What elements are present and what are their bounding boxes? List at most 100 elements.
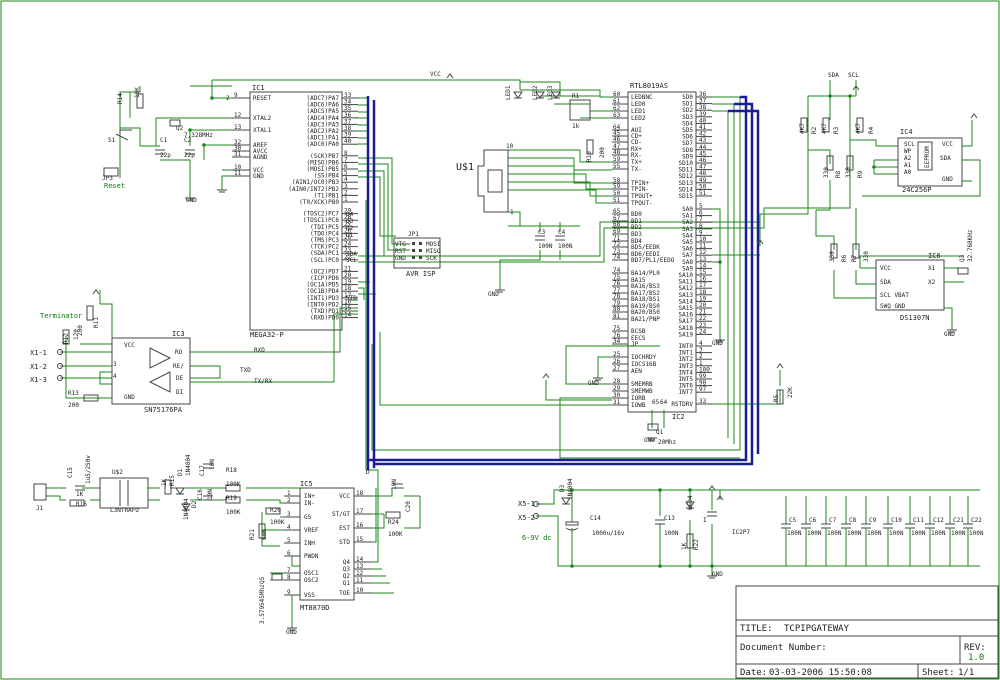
ic2-left-pin-number: 75 — [613, 274, 621, 281]
ic5-right-pin-number: 16 — [356, 522, 364, 529]
r6-ref: R6 — [841, 254, 848, 262]
q3-ref: Q3 — [959, 254, 966, 262]
c2-val: 22p — [184, 152, 195, 159]
led-symbol — [685, 501, 695, 509]
ic5-right-pin-name: Q3 — [343, 566, 351, 573]
ic2-right-pin-number: 98 — [699, 380, 707, 387]
ic2-left-pin-number: 77 — [613, 287, 621, 294]
gnd-label-2: GND — [488, 291, 499, 298]
ic2-left-pin-name: TX+ — [631, 159, 642, 166]
ic1-left-pin-number: 12 — [234, 112, 242, 119]
ic2-right-pin-number: 36 — [699, 91, 707, 98]
date-value: 03-03-2006 15:50:08 — [769, 668, 872, 678]
ic1-right-pin-number: 40 — [344, 138, 352, 145]
ic2-right-pin-name: SD10 — [679, 160, 694, 167]
r4-val: 4K7 — [855, 123, 862, 134]
ic6-x1: X1 — [928, 265, 936, 272]
ic2-right-pin-name: SA5 — [682, 239, 693, 246]
r14-ref: R14 — [117, 93, 124, 104]
ic1-right-pin-name: (INT0)PD2 — [306, 301, 339, 308]
ic2-left-pin-name: BD4 — [631, 238, 642, 245]
ic2-left-pin-number: 50 — [613, 190, 621, 197]
wire — [508, 149, 612, 163]
ic5-right-pin-number: 13 — [356, 563, 364, 570]
ic2-left-pin-name: AUI — [631, 127, 642, 134]
ic2-right-pin-name: SD14 — [679, 186, 694, 193]
sda-label: SDA — [828, 72, 839, 79]
ic1-right-pin-number: 7 — [344, 156, 348, 163]
ic2-right-pin-name: SD4 — [682, 120, 693, 127]
ic2-right-pin-number: 12 — [699, 249, 707, 256]
terminator-label: Terminator — [40, 312, 82, 320]
ic2-left-pin-name: BD0 — [631, 211, 642, 218]
x1-3-label: X1-3 — [30, 376, 47, 384]
ic2-right-pin-name: INT0 — [679, 343, 694, 350]
ic2-left-pin-name: BD7/PL1/EEDO — [631, 257, 675, 264]
cap-ref: C7 — [829, 517, 837, 524]
ic2-right-pin-number: 43 — [699, 137, 707, 144]
data-bus — [374, 102, 754, 466]
c4-ref: C4 — [558, 229, 566, 236]
ic4-pin-sda: SDA — [940, 155, 951, 162]
led1-ref: LED1 — [505, 85, 512, 100]
ic2-left-pin-name: BD2 — [631, 224, 642, 231]
jp1-vtg: VTG — [395, 241, 406, 248]
ic1-right-pin-number: 23 — [344, 247, 352, 254]
r12-ref: R12 — [63, 333, 70, 344]
ic5-left-pin-name: OSC2 — [304, 577, 319, 584]
ic2-right-pin-number: 9 — [699, 229, 703, 236]
ic1-right-pin-number: 1 — [344, 196, 348, 203]
ic1-ref: IC1 — [252, 84, 265, 92]
ic1-right-pin-number: 33 — [344, 92, 352, 99]
ic2-left-pin-number: 61 — [613, 98, 621, 105]
ic2-left-pin-number: 78 — [613, 293, 621, 300]
ic2-right-pin-number: 14 — [699, 262, 707, 269]
ic2-right-pin-name: SA9 — [682, 265, 693, 272]
ic2-left-pin-name: TPOUT+ — [631, 193, 653, 200]
title-label: TITLE: — [740, 624, 773, 634]
cap-ref: C10 — [891, 517, 902, 524]
ic6-ds1307: IC6 DS1307N VCC SDA SCL VBAT SWQ GND X1 … — [875, 252, 945, 322]
ic4-pin-wp: WP — [904, 148, 912, 155]
ic2-left-pin-number: 76 — [613, 332, 621, 339]
ic2-ref: IC2 — [672, 413, 685, 421]
doc-number-label: Document Number: — [740, 643, 827, 653]
junction-dot — [718, 260, 722, 264]
ic1-left-pin-name: GND — [253, 173, 264, 180]
ic2-right-pin-number: 38 — [699, 104, 707, 111]
rn1-val: 1k — [572, 123, 580, 130]
ic5-left-pin-number: 3 — [287, 511, 291, 518]
wire — [99, 371, 112, 385]
vcc-pwr-pin-i: I — [703, 517, 707, 524]
switch-symbol — [115, 129, 132, 141]
junction-dot — [188, 128, 192, 132]
ic6-swq: SWQ GND — [880, 303, 906, 310]
ic2-right-pin-name: SA18 — [679, 325, 694, 332]
c16-val: 10N — [207, 489, 214, 500]
d2-ref: D2 — [191, 500, 198, 508]
ic2-right-pin-name: SA4 — [682, 232, 693, 239]
resistor-symbol — [258, 523, 266, 539]
ic5-left-pin-number: 2 — [287, 497, 291, 504]
r15-val: 1K — [161, 478, 168, 486]
ic2-right-pin-name: SD11 — [679, 167, 694, 174]
gnd-label-6: GND — [712, 571, 723, 578]
ic2-left-pin-name: BCSB — [631, 328, 646, 335]
wire — [358, 176, 396, 237]
electrolytic-cap-plate — [565, 527, 579, 531]
r19-ref: R19 — [226, 495, 237, 502]
ic1-right-pin-number: 18 — [344, 285, 352, 292]
ic1-right-pin-name: (ADC0)PA0 — [306, 141, 339, 148]
ic2-left-pin-number: 51 — [613, 197, 621, 204]
wire — [120, 127, 160, 147]
ic5-right-pin-name: Q1 — [343, 580, 351, 587]
ic2-right-pin-number: 48 — [699, 170, 707, 177]
junction-dot — [210, 96, 214, 100]
ic4-pin-a0: A0 — [904, 169, 912, 176]
r2-ref: R2 — [811, 126, 818, 134]
ic1-right-pin-number: 6 — [344, 163, 348, 170]
